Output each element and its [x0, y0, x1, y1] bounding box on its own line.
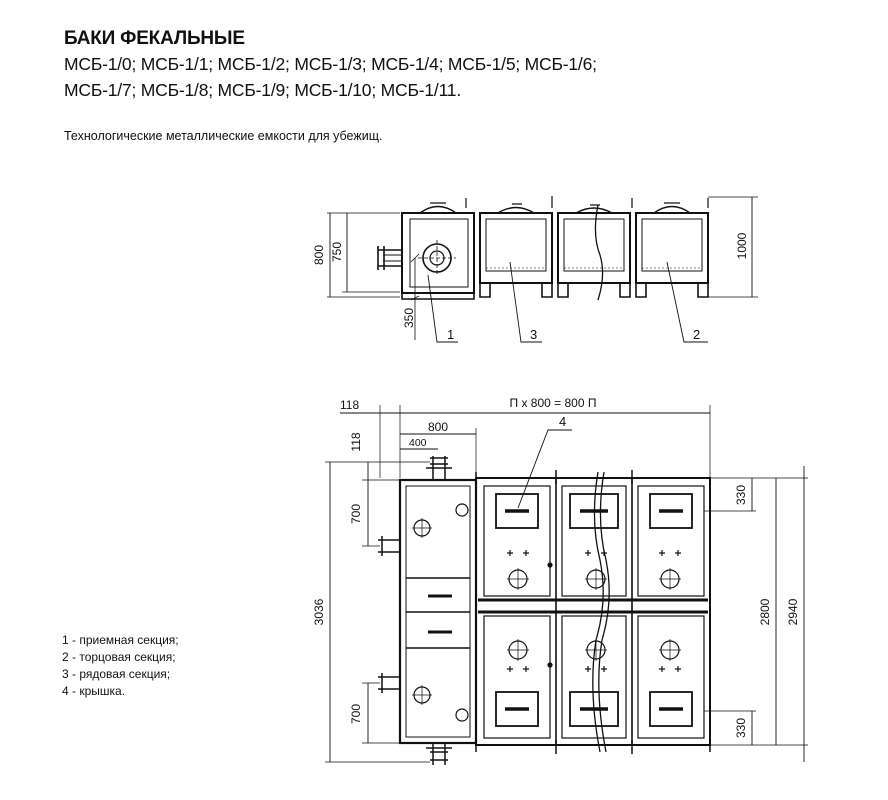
plan-bottom-pipe — [426, 743, 452, 765]
side-pipe-flange — [377, 246, 402, 270]
side-break-line — [594, 204, 604, 301]
side-dim-1000-ext — [708, 196, 758, 298]
plan-dim-2940-label: 2940 — [786, 598, 800, 625]
plan-receiving-vent-top — [455, 503, 469, 517]
plan-break-line-2 — [598, 471, 610, 753]
page-subtitle: Технологические металлические емкости дл… — [64, 129, 383, 143]
side-dim-350-ticks — [410, 253, 420, 301]
plan-lid-3b — [649, 691, 693, 727]
side-dim-350-label: 350 — [402, 308, 416, 328]
plan-lid-3a — [649, 493, 693, 529]
plan-dim-3036-label: 3036 — [312, 598, 326, 625]
plan-section-dividers — [555, 478, 633, 745]
plan-frame-vents — [475, 470, 711, 754]
plan-left-pipe-bottom — [378, 673, 400, 693]
plan-cell-1a — [483, 485, 551, 597]
side-vents — [465, 196, 709, 208]
plan-row-sections-frame — [475, 477, 711, 746]
plan-dim-700-bottom-label: 700 — [349, 704, 363, 724]
plan-left-pipe-top — [378, 536, 400, 556]
plan-cell-3b — [637, 615, 705, 739]
model-list-line-1: МСБ-1/0; МСБ-1/1; МСБ-1/2; МСБ-1/3; МСБ-… — [64, 54, 597, 74]
side-leader-1 — [427, 274, 458, 343]
plan-center-beam — [478, 598, 708, 614]
legend-item-4: 4 - крышка. — [62, 684, 126, 698]
plan-receiving-dividers — [406, 577, 470, 649]
plan-dim-800-label: 800 — [428, 420, 448, 434]
plan-receiving-slots — [428, 594, 452, 634]
plan-dim-2800-label: 2800 — [758, 598, 772, 625]
side-row-section-2-inner — [563, 218, 625, 272]
page-title: БАКИ ФЕКАЛЬНЫЕ — [64, 28, 245, 49]
model-list-line-2: МСБ-1/7; МСБ-1/8; МСБ-1/9; МСБ-1/10; МСБ… — [64, 80, 462, 100]
plan-port-axes — [507, 568, 681, 661]
plan-dim-total-label: П х 800 = 800 П — [510, 396, 597, 410]
legend-item-1: 1 - приемная секция; — [62, 633, 179, 647]
plan-view: 4 118 П х 800 = 800 П 800 400 3036 118 7… — [312, 396, 808, 765]
plan-dim-330-bottom-label: 330 — [734, 718, 748, 738]
plan-dot-a — [547, 562, 553, 568]
plan-lid-2a — [569, 493, 619, 529]
side-view: 800 750 350 1000 1 3 2 — [312, 196, 758, 343]
plan-lid-1b — [495, 691, 539, 727]
plan-break-line — [592, 471, 604, 753]
side-pipe — [383, 254, 402, 262]
plan-dot-b — [547, 662, 553, 668]
side-end-section-inner — [641, 218, 703, 272]
side-row-section-1 — [479, 212, 553, 284]
plan-dim-700-top-label: 700 — [349, 504, 363, 524]
side-receiving-support — [401, 293, 475, 300]
side-callout-1-label: 1 — [447, 327, 454, 342]
plan-dim-3036-ext — [325, 461, 430, 763]
plan-dim-118-left-label: 118 — [349, 432, 363, 451]
plan-receiving-vent-bottom — [455, 708, 469, 722]
plan-lid-1a — [495, 493, 539, 529]
plan-dim-118-top-label: 118 — [340, 398, 359, 412]
plan-lid-handles — [505, 509, 683, 711]
side-row-section-1-inner — [485, 218, 547, 272]
side-callout-3-label: 3 — [530, 327, 537, 342]
plan-top-pipe — [426, 456, 452, 480]
side-end-section — [635, 212, 709, 284]
plan-cell-2a — [561, 485, 627, 597]
side-lid-handles — [430, 202, 680, 206]
plan-cell-1b — [483, 615, 551, 739]
side-leader-2 — [666, 261, 708, 343]
plan-dim-top-ext — [379, 405, 711, 478]
plan-dim-330-ext — [704, 510, 756, 712]
side-row-section-2 — [557, 212, 631, 284]
plan-receiving-port-top-axes — [412, 518, 432, 538]
model-list: МСБ-1/0; МСБ-1/1; МСБ-1/2; МСБ-1/3; МСБ-… — [64, 51, 597, 103]
side-lids — [419, 205, 691, 214]
plan-cell-2b — [561, 615, 627, 739]
side-dim-800-label: 800 — [312, 245, 326, 265]
legend-item-2: 2 - торцовая секция; — [62, 650, 176, 664]
plan-lid-2b — [569, 691, 619, 727]
side-receiving-section — [401, 212, 475, 294]
plan-dim-330-top-label: 330 — [734, 485, 748, 505]
side-inlet-axes — [418, 240, 456, 276]
legend-item-3: 3 - рядовая секция; — [62, 667, 171, 681]
legend: 1 - приемная секция; 2 - торцовая секция… — [62, 632, 179, 700]
side-leader-3 — [509, 261, 542, 343]
side-callout-2-label: 2 — [693, 327, 700, 342]
side-dim-750-label: 750 — [330, 242, 344, 262]
side-supports — [479, 283, 709, 298]
plan-dim-400-label: 400 — [409, 437, 427, 449]
side-receiving-inner — [409, 218, 469, 288]
plan-callout-4-label: 4 — [559, 414, 566, 429]
plan-dim-right-ext — [710, 477, 808, 746]
side-dim-1000-label: 1000 — [735, 232, 749, 259]
plan-cell-3a — [637, 485, 705, 597]
plan-leader-4 — [517, 429, 572, 509]
plan-dim-700-bottom-ext — [362, 682, 400, 744]
plan-receiving-port-bottom-axes — [412, 685, 432, 705]
